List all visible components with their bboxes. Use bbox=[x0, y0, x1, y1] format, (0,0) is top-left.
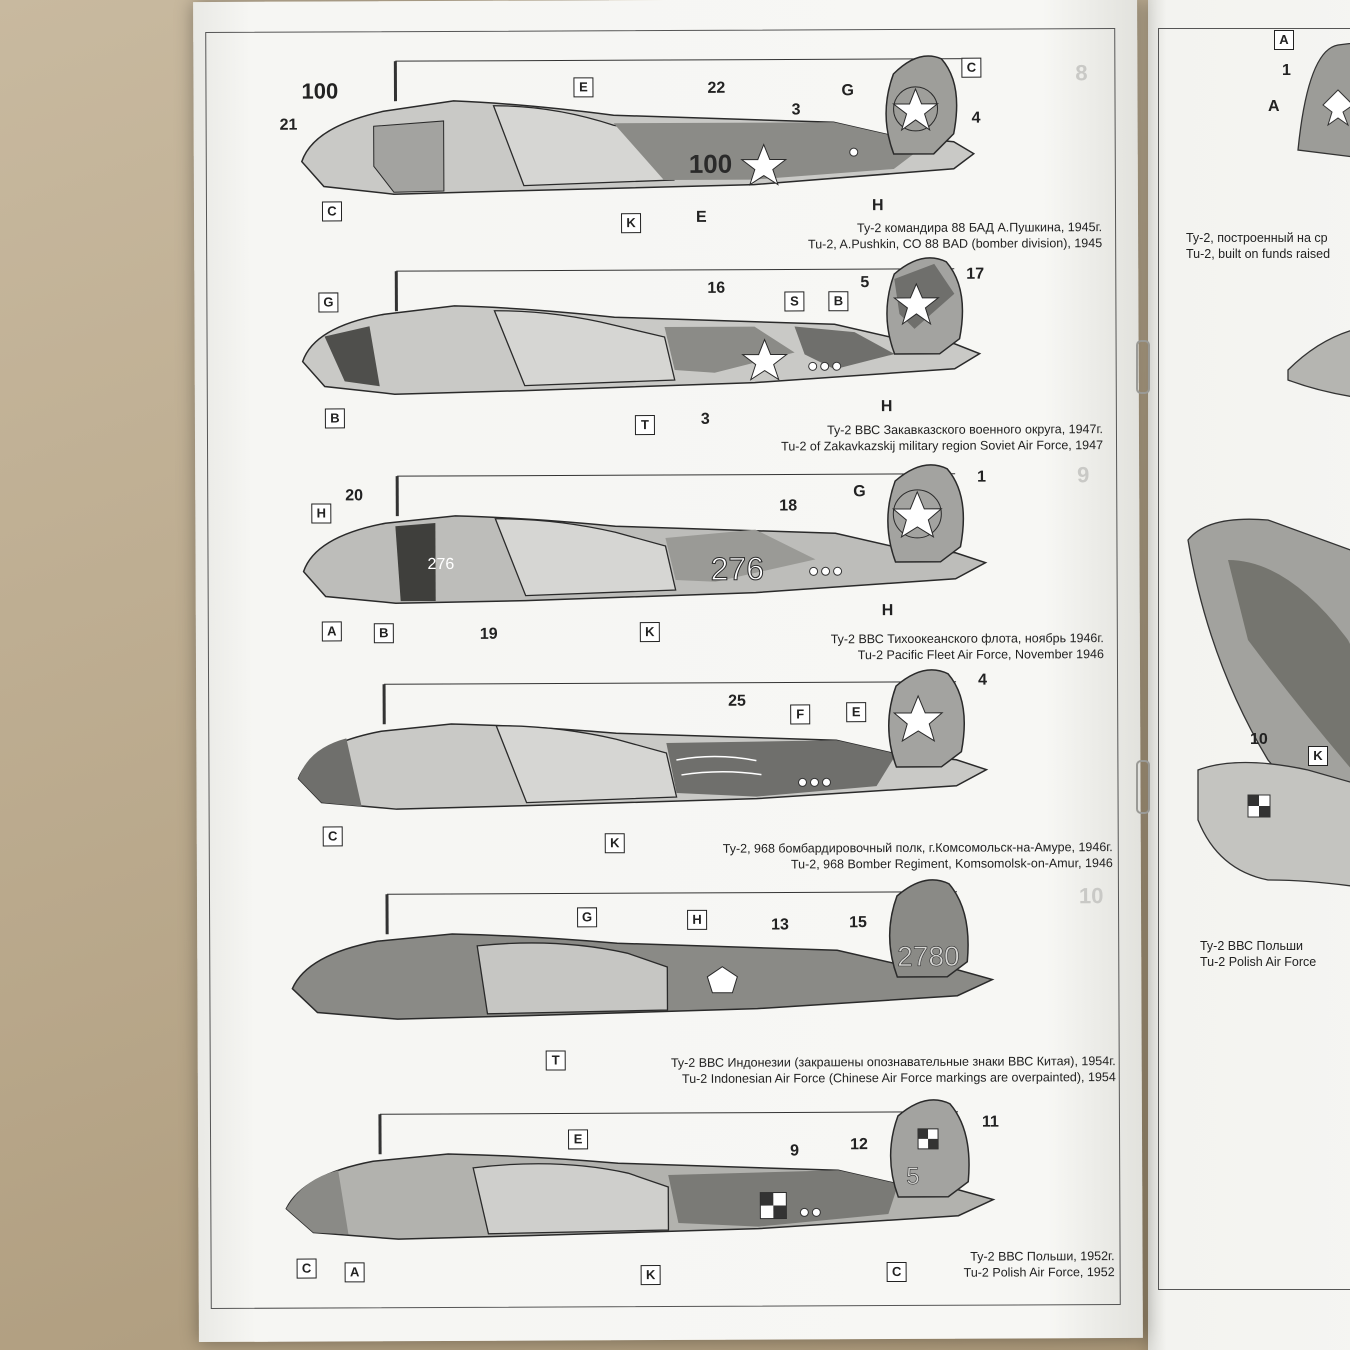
staple-top bbox=[1136, 340, 1150, 394]
key-b-tail: B bbox=[828, 291, 849, 312]
number-1: 1 bbox=[977, 468, 987, 486]
number-1: 1 bbox=[1282, 62, 1291, 79]
key-k: K bbox=[640, 1265, 661, 1286]
key-k: K bbox=[639, 622, 660, 643]
number-19: 19 bbox=[479, 625, 498, 643]
number-11: 11 bbox=[981, 1113, 999, 1131]
key-a-top: A bbox=[1274, 30, 1294, 50]
key-k: K bbox=[621, 213, 642, 234]
number-18: 18 bbox=[779, 497, 798, 515]
number-9: 9 bbox=[790, 1142, 800, 1160]
right-caption-bottom: Ту-2 ВВС Польши Tu-2 Polish Air Force bbox=[1200, 939, 1317, 969]
number-13: 13 bbox=[771, 916, 789, 934]
right-caption-top: Ту-2, построенный на ср Tu-2, built on f… bbox=[1186, 231, 1331, 261]
aircraft-profile-6: 5 bbox=[285, 1099, 996, 1240]
key-a: A bbox=[321, 621, 342, 642]
caption-profile-3: Ту-2 ВВС Тихоокеанского флота, ноябрь 19… bbox=[830, 631, 1104, 663]
number-17: 17 bbox=[966, 265, 985, 283]
caption-profile-2: Ту-2 ВВС Закавказского военного округа, … bbox=[781, 422, 1104, 454]
number-20: 20 bbox=[345, 487, 364, 505]
number-4: 4 bbox=[971, 109, 981, 127]
svg-text:100: 100 bbox=[689, 149, 733, 179]
key-e-1: E bbox=[573, 77, 594, 98]
label-g: G bbox=[841, 82, 854, 100]
svg-text:276: 276 bbox=[428, 556, 455, 573]
number-15: 15 bbox=[849, 914, 867, 932]
left-page: 8 9 10 100 100 21 E 22 3 bbox=[193, 0, 1143, 1343]
key-b: B bbox=[373, 623, 394, 644]
key-c-tail: C bbox=[886, 1261, 907, 1283]
profile-3: 276 276 H A B K H 20 19 18 G 1 Ту-2 ВВС … bbox=[195, 458, 1140, 677]
number-3: 3 bbox=[700, 410, 710, 428]
key-h: H bbox=[687, 909, 708, 930]
staple-bottom bbox=[1136, 760, 1150, 814]
key-a-plain: A bbox=[1268, 98, 1280, 115]
key-e: E bbox=[568, 1129, 589, 1150]
aircraft-profile-2 bbox=[301, 257, 982, 395]
caption-profile-5: Ту-2 ВВС Индонезии (закрашены опознавате… bbox=[670, 1054, 1116, 1086]
key-c-nose: C bbox=[296, 1258, 317, 1279]
right-page: A 1 A Ту-2, построенный на ср Tu-2, buil… bbox=[1148, 0, 1350, 1350]
key-h-nose: H bbox=[311, 503, 332, 524]
caption-profile-4: Ту-2, 968 бомбардировочный полк, г.Комсо… bbox=[722, 840, 1113, 872]
aircraft-profile-4 bbox=[297, 669, 989, 810]
key-k-right: K bbox=[1308, 746, 1328, 766]
key-b-nose: B bbox=[324, 408, 345, 429]
key-g: G bbox=[577, 907, 598, 928]
profile-5: 2780 G H T 13 15 Ту-2 ВВС Индонезии (зак… bbox=[197, 873, 1142, 1092]
svg-text:276: 276 bbox=[710, 551, 764, 587]
profile-4: C K F E 25 4 Ту-2, 968 бомбардировочный … bbox=[196, 663, 1141, 882]
svg-text:2780: 2780 bbox=[897, 941, 959, 972]
key-c: C bbox=[322, 826, 343, 847]
caption-profile-1: Ту-2 командира 88 БАД А.Пушкина, 1945г. … bbox=[807, 220, 1103, 252]
number-25: 25 bbox=[728, 692, 746, 710]
label-h: H bbox=[880, 398, 893, 416]
label-g: G bbox=[853, 483, 866, 501]
label-e: E bbox=[695, 208, 707, 226]
key-a: A bbox=[344, 1262, 365, 1283]
label-h: H bbox=[871, 197, 884, 215]
tail-number-label: 100 bbox=[301, 78, 339, 104]
right-page-illustrations bbox=[1187, 42, 1350, 887]
profile-6: 5 E C A K C 9 12 11 Ту-2 ВВС Польши, 195… bbox=[198, 1093, 1143, 1312]
number-5: 5 bbox=[860, 274, 870, 292]
key-c-tail: C bbox=[961, 57, 982, 78]
aircraft-profile-1: 100 bbox=[300, 55, 976, 195]
key-g: G bbox=[318, 292, 339, 313]
number-4: 4 bbox=[978, 671, 987, 689]
key-s: S bbox=[784, 291, 805, 312]
key-t: T bbox=[545, 1050, 566, 1071]
key-e: E bbox=[846, 702, 867, 723]
number-10: 10 bbox=[1250, 731, 1268, 748]
number-21: 21 bbox=[279, 116, 298, 134]
profile-2: G B T S B H 16 5 17 3 Ту-2 ВВС Закавказс… bbox=[194, 253, 1139, 472]
aircraft-profile-5: 2780 bbox=[291, 879, 995, 1020]
key-c-nose: C bbox=[321, 201, 343, 222]
svg-text:5: 5 bbox=[906, 1163, 919, 1190]
profile-1: 100 100 21 E 22 3 G 4 C C K E H Ту-2 ком… bbox=[193, 43, 1138, 262]
key-f: F bbox=[790, 704, 811, 725]
key-k: K bbox=[604, 833, 625, 854]
number-3: 3 bbox=[791, 101, 801, 119]
caption-profile-6: Ту-2 ВВС Польши, 1952г. Tu-2 Polish Air … bbox=[963, 1249, 1115, 1280]
number-12: 12 bbox=[850, 1136, 868, 1154]
aircraft-profile-3: 276 276 bbox=[302, 464, 988, 604]
number-22: 22 bbox=[707, 79, 726, 97]
key-t: T bbox=[634, 415, 655, 436]
number-16: 16 bbox=[707, 279, 726, 297]
right-page-frame bbox=[1158, 28, 1350, 1290]
label-h: H bbox=[881, 602, 894, 620]
